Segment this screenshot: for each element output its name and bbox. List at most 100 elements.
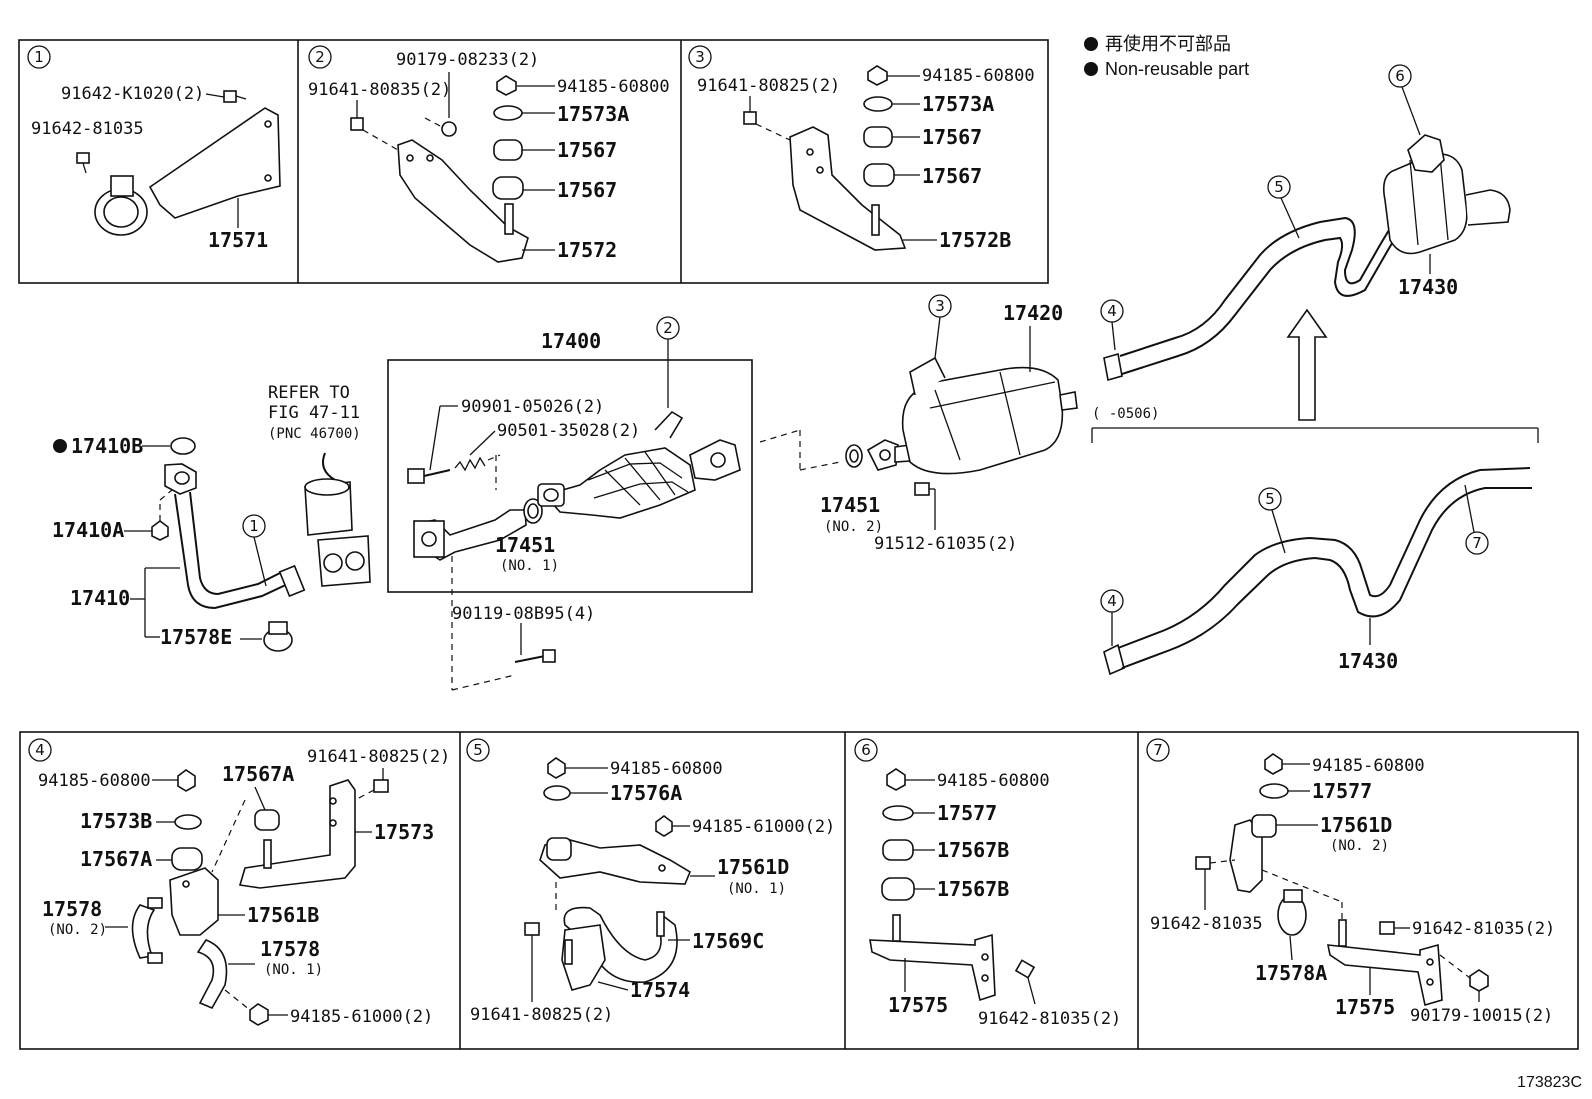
part-note: (NO. 2)	[48, 922, 107, 938]
washer-icon	[1259, 783, 1289, 799]
nut-icon	[249, 1003, 269, 1026]
tail-pipe-lower: ( -0506) 4 5 7 17430	[1091, 406, 1539, 676]
clamp-half-icon	[131, 904, 156, 959]
part-number: 94185-61000(2)	[692, 817, 835, 837]
part-number: 91642-81035(2)	[978, 1009, 1121, 1029]
nut-icon	[177, 769, 196, 792]
part-number: 17578A	[1255, 961, 1327, 985]
part-number: 94185-61000(2)	[290, 1007, 433, 1027]
callout-2: 2	[663, 319, 673, 337]
part-number: 17567A	[222, 762, 294, 786]
detail-box-4: 4 94185-60800 17567A 91641-80825(2) 1757…	[28, 738, 450, 1027]
figure-code: 173823C	[1517, 1074, 1582, 1091]
detail-box-5: 5 94185-60800 17576A 94185-61000(2) 1756…	[466, 738, 835, 1025]
callout-6: 6	[1395, 67, 1405, 85]
gasket-icon	[170, 437, 196, 455]
part-number: 94185-60800	[557, 77, 670, 97]
part-number: 91641-80835(2)	[308, 80, 451, 100]
part-number: 17430	[1398, 275, 1458, 299]
part-number: 90501-35028(2)	[497, 421, 640, 441]
spring-icon	[454, 456, 486, 472]
part-number: 17451	[820, 493, 880, 517]
refer-note: REFER TO FIG 47-11 (PNC 46700)	[268, 383, 371, 587]
part-number: 91642-81035	[31, 119, 144, 139]
detail-box-3: 3 91641-80825(2) 94185-60800 17573A 1756…	[688, 45, 1035, 252]
part-note: (NO. 1)	[500, 558, 559, 574]
cushion-icon	[863, 126, 893, 148]
cushion-icon	[171, 847, 203, 871]
callout-1: 1	[249, 517, 259, 535]
part-number: 91641-80825(2)	[470, 1005, 613, 1025]
legend-jp: 再使用不可部品	[1105, 34, 1231, 54]
bolt-icon	[542, 649, 556, 663]
part-number: 94185-60800	[38, 771, 151, 791]
bolt-icon	[914, 482, 930, 496]
converter-assembly: 17400 2 90901-05026(2) 90501-35028(2) 17…	[387, 316, 753, 691]
part-number: 17575	[888, 993, 948, 1017]
part-number: 17410	[70, 586, 130, 610]
detail-box-1: 1 91642-K1020(2) 91642-81035 17571	[27, 45, 281, 252]
legend-en: Non-reusable part	[1105, 59, 1249, 79]
part-number: 94185-60800	[610, 759, 723, 779]
part-number: 17567	[557, 138, 617, 162]
part-number: 17577	[937, 801, 997, 825]
part-number: 17420	[1003, 301, 1063, 325]
part-number: 17410B	[71, 434, 143, 458]
part-number: 17571	[208, 228, 268, 252]
nut-icon	[867, 65, 888, 86]
bracket-icon	[869, 933, 996, 1002]
washer-icon	[174, 814, 202, 830]
part-number: 17567B	[937, 838, 1009, 862]
connection-lines	[759, 429, 841, 471]
part-number: 91641-80825(2)	[307, 747, 450, 767]
part-note: (NO. 2)	[1330, 838, 1389, 854]
pipe-end-icon	[1103, 352, 1123, 382]
bolt-icon	[524, 922, 540, 936]
callout-4: 4	[35, 741, 45, 759]
front-pipe-icon	[174, 493, 293, 610]
nut-icon	[441, 121, 457, 137]
callout-2: 2	[315, 48, 325, 66]
bracket-icon	[1327, 943, 1443, 1007]
callout-3: 3	[935, 297, 945, 315]
part-number: 94185-60800	[922, 66, 1035, 86]
tail-pipe-upper: 4 5 6 17430	[1100, 64, 1511, 421]
up-arrow-icon	[1286, 308, 1328, 421]
part-number: 91641-80825(2)	[697, 76, 840, 96]
part-number: 17561D	[717, 855, 789, 879]
washer-icon	[493, 105, 523, 121]
refer-line-2: FIG 47-11	[268, 403, 360, 423]
nut-icon	[655, 815, 673, 837]
callout-5: 5	[1274, 178, 1284, 196]
tail-pipe-icon	[1119, 216, 1396, 357]
non-reusable-dot-icon	[53, 439, 67, 453]
part-number: 17567	[922, 164, 982, 188]
part-number: 17400	[541, 329, 601, 353]
bracket-icon	[169, 867, 219, 936]
bolt-icon	[76, 152, 90, 164]
part-number: 17572B	[939, 228, 1011, 252]
callout-3: 3	[695, 48, 705, 66]
refer-line-1: REFER TO	[268, 383, 350, 403]
cushion-icon	[863, 163, 895, 187]
bolt-icon	[1379, 921, 1395, 935]
callout-4: 4	[1107, 302, 1117, 320]
part-number: 17561D	[1320, 813, 1392, 837]
callout-7: 7	[1153, 741, 1163, 759]
legend: 再使用不可部品 Non-reusable part	[1084, 34, 1249, 79]
nut-icon	[547, 757, 566, 779]
callout-5: 5	[1265, 490, 1275, 508]
bolt-icon	[1195, 856, 1211, 870]
clamp-half-icon	[196, 939, 228, 1010]
nut-icon	[496, 75, 517, 96]
bracket-icon	[397, 139, 529, 263]
part-number: 17577	[1312, 779, 1372, 803]
part-number: 17430	[1338, 649, 1398, 673]
nut-icon	[151, 520, 169, 541]
part-number: 90119-08B95(4)	[452, 604, 595, 624]
part-number: 17578	[260, 937, 320, 961]
part-number: 17574	[630, 978, 690, 1002]
cushion-icon	[881, 877, 915, 901]
rear-muffler-icon	[1382, 153, 1468, 255]
